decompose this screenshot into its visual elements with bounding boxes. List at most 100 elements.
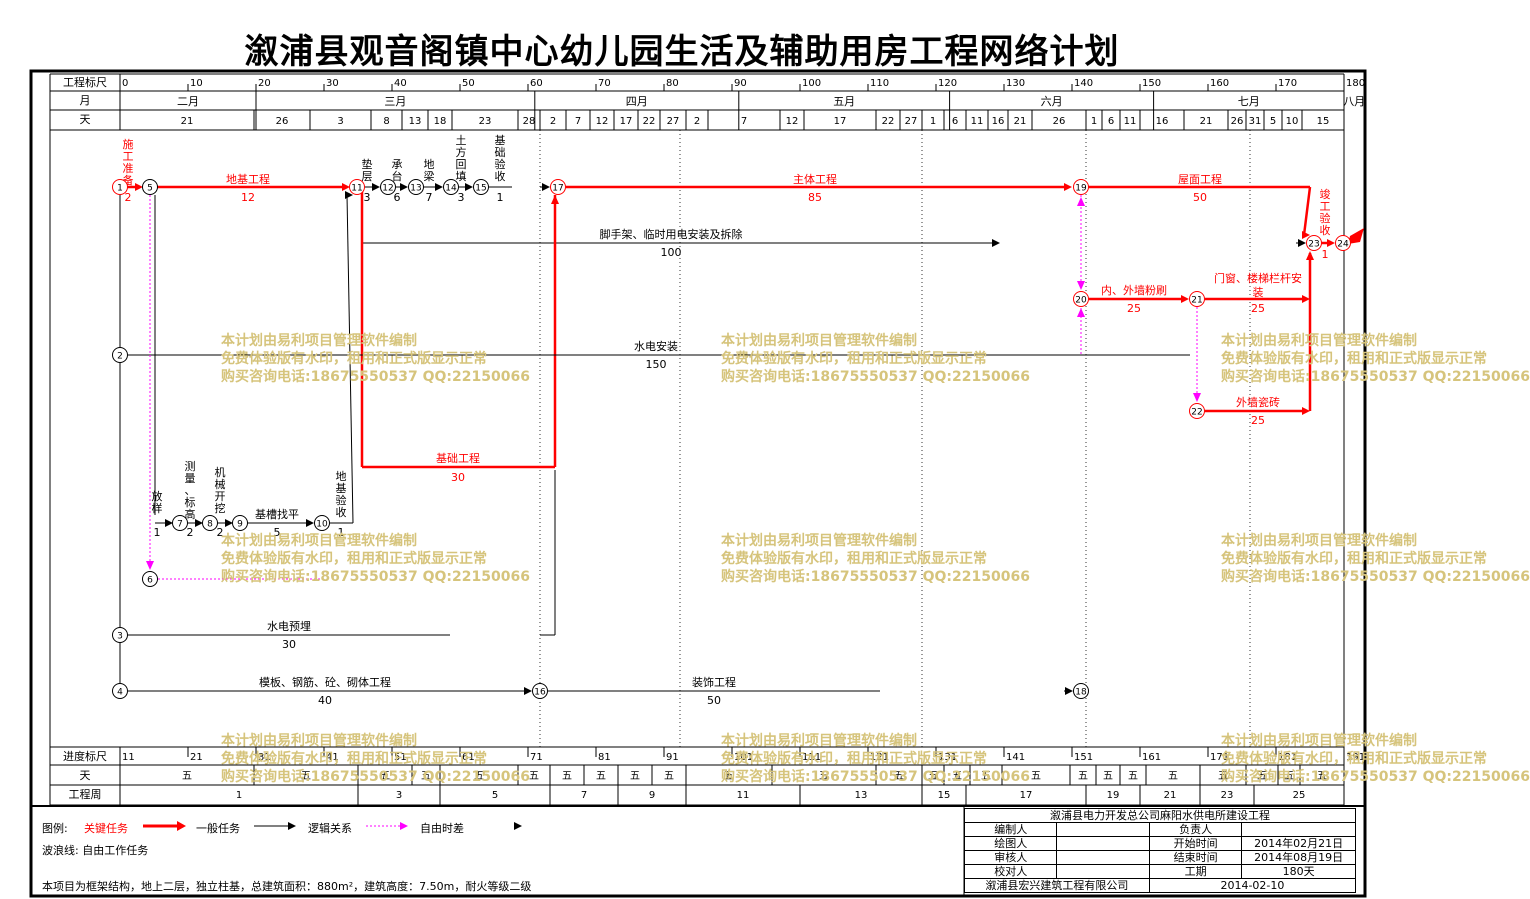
task-label: 2 xyxy=(217,526,224,539)
task-label-char: 标 xyxy=(185,495,196,509)
task-label: 30 xyxy=(451,471,465,484)
week-cell: 11 xyxy=(737,790,750,801)
arrowhead xyxy=(146,561,154,570)
arrowhead xyxy=(465,183,473,191)
day-cell: 23 xyxy=(479,116,492,127)
info-end-date: 2014年08月19日 xyxy=(1241,850,1356,865)
task-label: 1 xyxy=(338,526,345,539)
task-label: 7 xyxy=(426,191,433,204)
task-label-char: 方 xyxy=(456,145,467,159)
node-number: 16 xyxy=(534,688,546,698)
weekday-cell: 五 xyxy=(380,771,390,782)
info-cell: 开始时间 xyxy=(1148,836,1243,851)
arrowhead xyxy=(1302,407,1310,415)
task-label-char: 承 xyxy=(392,158,403,171)
node-circle xyxy=(408,179,424,195)
info-cell: 结束时间 xyxy=(1148,850,1243,865)
task-label-char: 、 xyxy=(185,484,196,497)
watermark-line: 本计划由易利项目管理软件编制 xyxy=(721,533,917,549)
week-cell: 23 xyxy=(1221,790,1234,801)
task-label: 地基工程 xyxy=(226,173,270,186)
watermark-line: 本计划由易利项目管理软件编制 xyxy=(1221,333,1417,349)
node-number: 24 xyxy=(1337,240,1349,250)
arrowhead xyxy=(551,195,559,204)
task-label-char: 回 xyxy=(456,158,467,171)
day-cell: 10 xyxy=(1286,116,1299,127)
task-label-char: 台 xyxy=(392,169,403,183)
arrowhead xyxy=(1181,295,1189,303)
week-cell: 17 xyxy=(1020,790,1033,801)
watermark-block: 本计划由易利项目管理软件编制免费体验版有水印，租用和正式版显示正常购买咨询电话:… xyxy=(721,732,1030,786)
arrowhead xyxy=(435,183,443,191)
progress-tick-label: 21 xyxy=(190,752,203,763)
day-cell: 6 xyxy=(1108,116,1114,127)
day-cell: 1 xyxy=(930,116,936,127)
arrowhead xyxy=(524,687,532,695)
task-label-char: 竣 xyxy=(1320,187,1331,201)
weekday-cell: 五 xyxy=(301,771,311,782)
task-label: 外墙瓷砖 xyxy=(1236,395,1280,409)
watermark-line: 本计划由易利项目管理软件编制 xyxy=(1221,533,1417,549)
day-cell: 1 xyxy=(1091,116,1097,127)
arrowhead xyxy=(306,519,314,527)
watermark-line: 购买咨询电话:18675550537 QQ:22150066 xyxy=(1221,369,1530,385)
task-label: 25 xyxy=(1127,302,1141,315)
progress-tick-label: 61 xyxy=(462,752,475,763)
node-circle xyxy=(1189,291,1205,307)
task-label-char: 测 xyxy=(185,460,196,473)
day-cell: 8 xyxy=(383,116,389,127)
scale-tick-label: 40 xyxy=(394,78,407,89)
weekday-cell: 五 xyxy=(1078,771,1088,782)
scale-label: 工程标尺 xyxy=(63,75,107,89)
day-cell: 22 xyxy=(643,116,656,127)
task-label-char: 工 xyxy=(123,150,134,163)
month-label: 月 xyxy=(80,94,91,107)
week-cell: 19 xyxy=(1107,790,1120,801)
watermark-line: 免费体验版有水印，租用和正式版显示正常 xyxy=(1221,351,1487,367)
scale-tick-label: 0 xyxy=(122,78,128,89)
node-number: 20 xyxy=(1075,296,1087,306)
legend-critical: 关键任务 xyxy=(84,822,128,835)
watermark-line: 购买咨询电话:18675550537 QQ:22150066 xyxy=(721,769,1030,785)
task-label-char: 填 xyxy=(456,169,467,183)
weekday-cell: 五 xyxy=(981,771,991,782)
info-cell: 校对人 xyxy=(963,864,1058,879)
task-label: 2 xyxy=(187,526,194,539)
scale-tick-label: 160 xyxy=(1210,78,1229,89)
day-cell: 12 xyxy=(596,116,609,127)
task-label-char: 础 xyxy=(495,146,506,159)
node-circle xyxy=(443,179,459,195)
info-cell xyxy=(1056,850,1150,865)
week-cell: 1 xyxy=(236,790,242,801)
arrowhead xyxy=(345,191,353,199)
node-circle xyxy=(314,515,330,531)
day-cell: 11 xyxy=(1124,116,1137,127)
watermark-block: 本计划由易利项目管理软件编制免费体验版有水印，租用和正式版显示正常购买咨询电话:… xyxy=(221,732,530,786)
progress-tick-label: 71 xyxy=(530,752,543,763)
week-cell: 25 xyxy=(1293,790,1306,801)
task-label-char: 量 xyxy=(185,472,196,485)
node-circle xyxy=(112,627,128,643)
progress-tick-label: 41 xyxy=(326,752,339,763)
watermark-line: 免费体验版有水印，租用和正式版显示正常 xyxy=(721,351,987,367)
month-cell: 四月 xyxy=(626,95,648,108)
week-cell: 13 xyxy=(855,790,868,801)
month-cell: 五月 xyxy=(833,95,855,108)
scale-tick-label: 60 xyxy=(530,78,543,89)
task-label: 25 xyxy=(1251,302,1265,315)
node-number: 12 xyxy=(382,184,393,194)
watermark-line: 本计划由易利项目管理软件编制 xyxy=(1221,733,1417,749)
scale-tick-label: 80 xyxy=(666,78,679,89)
day-cell: 31 xyxy=(1249,116,1262,127)
task-label-char: 施 xyxy=(123,138,134,151)
day-cell: 27 xyxy=(667,116,680,127)
arrowhead xyxy=(542,183,550,191)
task-label-char: 准 xyxy=(123,162,134,175)
info-cell xyxy=(1056,822,1150,837)
watermark-line: 购买咨询电话:18675550537 QQ:22150066 xyxy=(721,369,1030,385)
legend-float: 自由时差 xyxy=(420,822,464,835)
scale-tick-label: 100 xyxy=(802,78,821,89)
task-label: 5 xyxy=(274,526,281,539)
node-number: 3 xyxy=(117,632,123,642)
weekday-cell: 五 xyxy=(928,771,938,782)
